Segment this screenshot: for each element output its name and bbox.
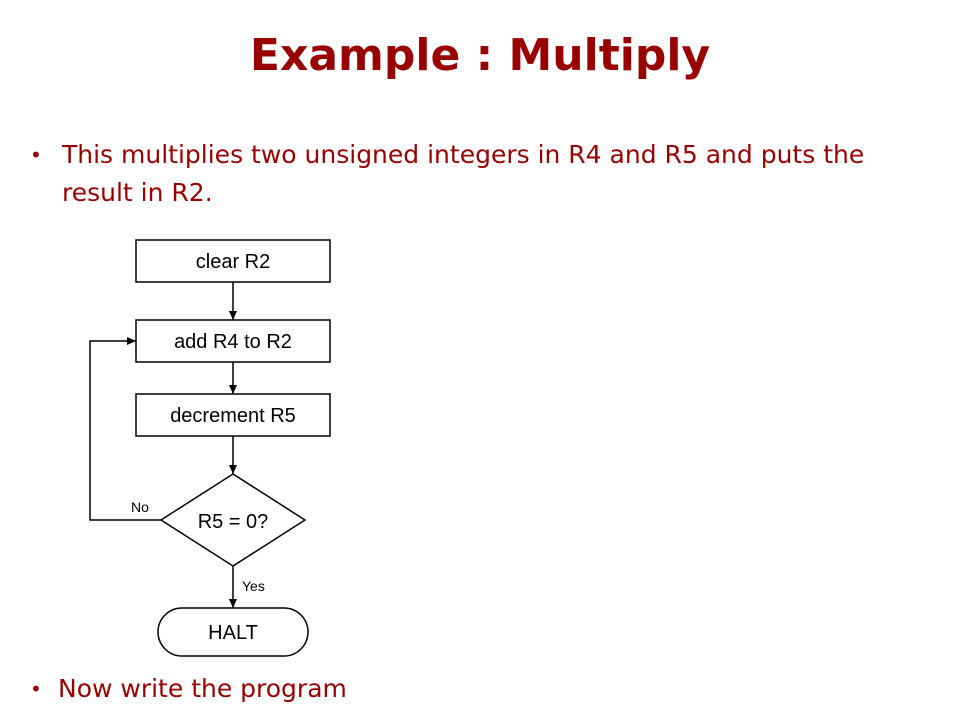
edge-label-yes: Yes (242, 578, 265, 594)
edge-no-loop-to-add (89, 337, 161, 521)
node-clear-r2-label: clear R2 (196, 251, 270, 273)
node-decision-label: R5 = 0? (198, 511, 269, 533)
node-halt-label: HALT (208, 622, 258, 644)
bullet-description-text: This multiplies two unsigned integers in… (62, 140, 865, 207)
slide-title: Example : Multiply (249, 30, 711, 81)
bullet-dot-icon: • (30, 143, 42, 167)
bullet-next-step-text: Now write the program (58, 674, 347, 703)
node-decrement-r5-label: decrement R5 (170, 405, 296, 427)
bullet-description: • This multiplies two unsigned integers … (30, 136, 892, 212)
node-decrement-r5 (135, 393, 331, 437)
bullet-next-step: • Now write the program (30, 670, 558, 708)
node-add-r4-to-r2 (135, 319, 331, 363)
node-halt (157, 607, 309, 657)
edge-label-no: No (131, 499, 149, 515)
node-add-r4-to-r2-label: add R4 to R2 (174, 331, 292, 353)
bullet-dot-icon: • (30, 677, 42, 701)
